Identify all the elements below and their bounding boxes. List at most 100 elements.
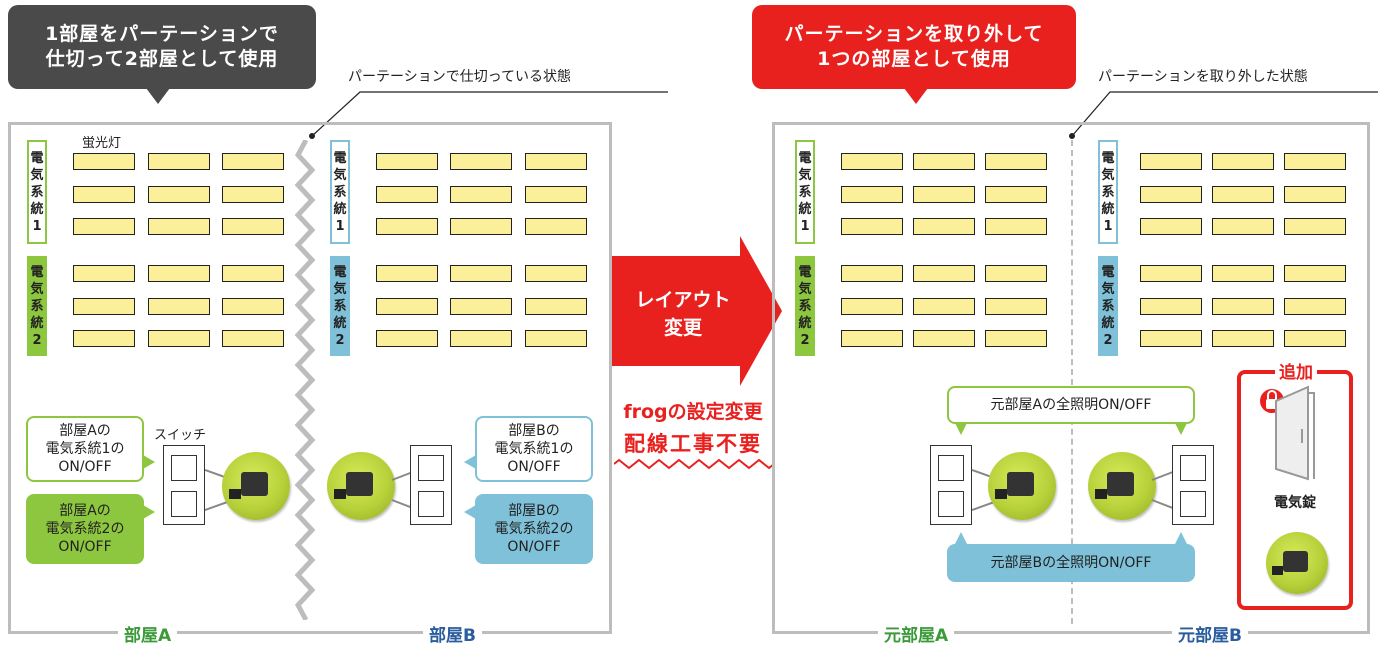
fluorescent-lamp bbox=[222, 218, 284, 235]
right-roomB-switch-panel[interactable] bbox=[1172, 445, 1214, 525]
left-room-frame bbox=[8, 122, 612, 634]
fluorescent-lamp bbox=[376, 153, 438, 170]
fluorescent-lamp bbox=[450, 153, 512, 170]
roomA-frog-device bbox=[222, 452, 290, 520]
fluorescent-lamp bbox=[525, 186, 587, 203]
fluorescent-lamp bbox=[1212, 218, 1274, 235]
fluorescent-lamp bbox=[376, 186, 438, 203]
frog-setting-note: frogの設定変更 bbox=[623, 401, 763, 423]
all-a-pointer-right bbox=[1175, 423, 1187, 435]
left-header-bubble: 1部屋をパーテーションで 仕切って2部屋として使用 bbox=[8, 5, 316, 89]
fluorescent-lamp bbox=[148, 186, 210, 203]
fluorescent-lamp bbox=[1284, 330, 1346, 347]
all-b-pointer-right bbox=[1175, 532, 1187, 544]
right-room-frame bbox=[772, 122, 1370, 634]
electric-lock-label: 電気錠 bbox=[1274, 495, 1316, 511]
fluorescent-lamp bbox=[450, 330, 512, 347]
fluorescent-lamp bbox=[913, 265, 975, 282]
lock-frog-device bbox=[1266, 532, 1328, 594]
fluorescent-lamp bbox=[841, 186, 903, 203]
fluorescent-lamp bbox=[985, 298, 1047, 315]
fluorescent-lamp bbox=[1212, 298, 1274, 315]
fluorescent-lamp bbox=[222, 265, 284, 282]
roomA-switch-2[interactable] bbox=[171, 491, 197, 517]
fluorescent-lamp bbox=[1140, 218, 1202, 235]
fluorescent-lamp bbox=[1212, 265, 1274, 282]
fluorescent-lamp bbox=[73, 186, 135, 203]
fluorescent-lamp bbox=[1140, 186, 1202, 203]
right-header-bubble: パーテーションを取り外して 1つの部屋として使用 bbox=[752, 5, 1076, 89]
fluorescent-lamp bbox=[376, 265, 438, 282]
fluorescent-lamp bbox=[525, 298, 587, 315]
fluorescent-lamp bbox=[525, 265, 587, 282]
right-roomA-switch-1[interactable] bbox=[938, 455, 964, 481]
lamp-label: 蛍光灯 bbox=[82, 136, 122, 151]
left-callout-line bbox=[309, 91, 668, 139]
door-icon bbox=[1260, 385, 1315, 481]
roomB-switch-2[interactable] bbox=[418, 491, 444, 517]
fluorescent-lamp bbox=[841, 265, 903, 282]
fluorescent-lamp bbox=[841, 153, 903, 170]
fluorescent-lamp bbox=[450, 265, 512, 282]
fluorescent-lamp bbox=[1212, 330, 1274, 347]
left-room-a-name: 部屋A bbox=[118, 621, 178, 646]
right-roomA-frog-device bbox=[988, 452, 1056, 520]
no-wiring-note: 配線工事不要 bbox=[624, 432, 762, 456]
fluorescent-lamp bbox=[148, 218, 210, 235]
fluorescent-lamp bbox=[148, 298, 210, 315]
roomB-sys2-pointer bbox=[464, 505, 476, 519]
fluorescent-lamp bbox=[376, 218, 438, 235]
right-roomB-switch-2[interactable] bbox=[1180, 491, 1206, 517]
fluorescent-lamp bbox=[73, 218, 135, 235]
fluorescent-lamp bbox=[222, 298, 284, 315]
roomA-sys2-pointer bbox=[143, 505, 155, 519]
fluorescent-lamp bbox=[985, 218, 1047, 235]
roomB-switch-1[interactable] bbox=[418, 455, 444, 481]
roomB-all-light-label: 元部屋Bの全照明ON/OFF bbox=[947, 544, 1195, 582]
fluorescent-lamp bbox=[841, 218, 903, 235]
roomB-sys2-label: 部屋Bの 電気系統2の ON/OFF bbox=[475, 494, 593, 564]
roomB-switch-panel[interactable] bbox=[410, 445, 452, 525]
fluorescent-lamp bbox=[1284, 265, 1346, 282]
right-room-b-name: 元部屋B bbox=[1172, 621, 1248, 646]
fluorescent-lamp bbox=[841, 330, 903, 347]
fluorescent-lamp bbox=[985, 265, 1047, 282]
roomA-sys2-label: 部屋Aの 電気系統2の ON/OFF bbox=[26, 494, 144, 564]
roomA-switch-1[interactable] bbox=[171, 455, 197, 481]
fluorescent-lamp bbox=[1284, 186, 1346, 203]
wavy-underline bbox=[614, 458, 775, 470]
right-roomB-switch-1[interactable] bbox=[1180, 455, 1206, 481]
fluorescent-lamp bbox=[1140, 265, 1202, 282]
left-callout-text: パーテーションで仕切っている状態 bbox=[348, 69, 572, 85]
right-room-a-name: 元部屋A bbox=[878, 621, 955, 646]
left-header-pointer bbox=[146, 88, 170, 104]
all-a-pointer-left bbox=[955, 423, 967, 435]
fluorescent-lamp bbox=[450, 186, 512, 203]
fluorescent-lamp bbox=[73, 330, 135, 347]
fluorescent-lamp bbox=[222, 330, 284, 347]
fluorescent-lamp bbox=[985, 186, 1047, 203]
roomA-sys1-label: 部屋Aの 電気系統1の ON/OFF bbox=[26, 416, 144, 482]
fluorescent-lamp bbox=[525, 330, 587, 347]
fluorescent-lamp bbox=[913, 218, 975, 235]
added-label: 追加 bbox=[1275, 358, 1317, 383]
fluorescent-lamp bbox=[450, 218, 512, 235]
roomB-sys1-label: 部屋Bの 電気系統1の ON/OFF bbox=[475, 416, 593, 482]
fluorescent-lamp bbox=[1284, 298, 1346, 315]
fluorescent-lamp bbox=[1140, 153, 1202, 170]
right-header-pointer bbox=[904, 88, 928, 104]
right-callout-line bbox=[1069, 91, 1378, 139]
roomA-switch-panel[interactable] bbox=[163, 445, 205, 525]
fluorescent-lamp bbox=[1284, 218, 1346, 235]
fluorescent-lamp bbox=[985, 153, 1047, 170]
right-roomA-switch-2[interactable] bbox=[938, 491, 964, 517]
right-roomA-switch-panel[interactable] bbox=[930, 445, 972, 525]
fluorescent-lamp bbox=[1284, 153, 1346, 170]
